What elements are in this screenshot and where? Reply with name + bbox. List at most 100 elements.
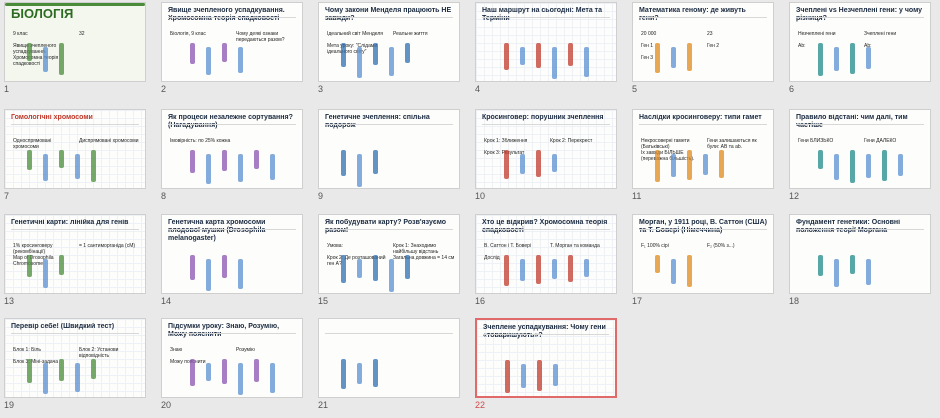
chromosome-graphic <box>27 255 32 277</box>
slide-text: Гени ДАЛЕКО <box>864 138 897 144</box>
chromosome-graphic <box>655 150 660 182</box>
slide-title: Підсумки уроку: Знаю, Розумію, Можу пояс… <box>168 323 280 338</box>
slide-thumbnail[interactable]: Фундамент генетики: Основні положення те… <box>789 214 931 294</box>
chromosome-graphic <box>190 359 195 386</box>
title-underline <box>325 17 453 18</box>
chromosome-graphic <box>357 47 362 78</box>
title-underline <box>168 333 296 334</box>
chromosome-graphic <box>254 150 259 169</box>
slide-text: Диспрямовані хромосоми <box>79 138 139 144</box>
slide-text: Мета уроку: "Слідами ідеального світу" <box>327 43 378 55</box>
chromosome-graphic <box>341 255 346 283</box>
chromosome-graphic <box>719 150 724 178</box>
slide-text: Незчеплені гени <box>798 31 836 37</box>
chromosome-graphic <box>898 154 903 176</box>
slide-title: Кросинговер: порушник зчеплення <box>482 114 604 121</box>
chromosome-graphic <box>552 154 557 172</box>
slide-thumbnail[interactable]: Генетична карта хромосоми плодової мушки… <box>161 214 303 294</box>
slide-cell: Зчеплене успадкування: Чому гени «товари… <box>471 318 617 418</box>
slide-number: 14 <box>161 296 172 306</box>
slide-thumbnail[interactable]: Як процеси незалежне сортування? (Нагаду… <box>161 109 303 189</box>
chromosome-graphic <box>537 360 542 391</box>
chromosome-graphic <box>190 150 195 173</box>
chromosome-graphic <box>536 255 541 284</box>
slide-title: Наслідки кросинговеру: типи гамет <box>639 114 762 121</box>
slide-title: Зчеплене успадкування: Чому гени «товари… <box>483 324 606 339</box>
slide-text: 23 <box>707 31 713 37</box>
cover-band <box>5 3 145 6</box>
slide-thumbnail[interactable]: Як побудувати карту? Розв'язуємо разом! У… <box>318 214 460 294</box>
chromosome-graphic <box>27 43 32 61</box>
slide-thumbnail[interactable]: Морган, у 1911 році, В. Саттон (США) та … <box>632 214 774 294</box>
slide-text: Ідеальний світ Менделя <box>327 31 383 37</box>
slide-title: Правило відстані: чим далі, тим частіше <box>796 114 908 129</box>
chromosome-graphic <box>504 43 509 70</box>
slide-number: 15 <box>318 296 329 306</box>
chromosome-graphic <box>373 43 378 65</box>
chromosome-graphic <box>238 47 243 73</box>
slide-thumbnail[interactable]: Наш маршрут на сьогодні: Мета та Терміни <box>475 2 617 82</box>
slide-thumbnail[interactable]: Підсумки уроку: Знаю, Розумію, Можу пояс… <box>161 318 303 398</box>
slide-number: 16 <box>475 296 486 306</box>
chromosome-graphic <box>238 363 243 395</box>
title-underline <box>483 334 609 335</box>
chromosome-graphic <box>190 43 195 64</box>
title-underline <box>168 124 296 125</box>
slide-title: Генетична карта хромосоми плодової мушки… <box>168 219 266 242</box>
chromosome-graphic <box>834 154 839 180</box>
slide-number: 18 <box>789 296 800 306</box>
slide-text: Розумію <box>236 347 255 353</box>
chromosome-graphic <box>75 154 80 179</box>
chromosome-graphic <box>357 259 362 278</box>
slide-thumbnail[interactable]: Зчеплене успадкування: Чому гени «товари… <box>475 318 617 398</box>
chromosome-graphic <box>703 154 708 175</box>
title-underline <box>639 124 767 125</box>
chromosome-graphic <box>222 43 227 62</box>
slide-number: 9 <box>318 191 324 201</box>
title-underline <box>796 229 924 230</box>
slide-thumbnail[interactable]: Явище зчепленого успадкування. Хромосомн… <box>161 2 303 82</box>
slide-text: Умова: <box>327 243 343 249</box>
chromosome-graphic <box>238 154 243 182</box>
slide-cell: Фундамент генетики: Основні положення те… <box>785 214 931 314</box>
slide-number: 3 <box>318 84 324 94</box>
slide-thumbnail[interactable]: Хто це відкрив? Хромосомна теорія спадко… <box>475 214 617 294</box>
chromosome-graphic <box>238 259 243 289</box>
chromosome-graphic <box>27 359 32 383</box>
slide-thumbnail[interactable]: Математика геному: де живуть гени?20 000… <box>632 2 774 82</box>
chromosome-graphic <box>222 359 227 384</box>
chromosome-graphic <box>850 255 855 274</box>
slide-thumbnail[interactable]: Чому закони Менделя працюють НЕ завжди?І… <box>318 2 460 82</box>
slide-text: 20 000 <box>641 31 657 37</box>
chromosome-graphic <box>655 43 660 73</box>
chromosome-graphic <box>405 255 410 279</box>
chromosome-graphic <box>27 150 32 170</box>
slide-title: Як побудувати карту? Розв'язуємо разом! <box>325 219 447 234</box>
slide-number: 13 <box>4 296 15 306</box>
slide-cell: Хто це відкрив? Хромосомна теорія спадко… <box>471 214 617 314</box>
slide-title: Явище зчепленого успадкування. Хромосомн… <box>168 7 285 22</box>
chromosome-graphic <box>687 255 692 287</box>
slide-thumbnail[interactable]: Генетичне зчеплення: спільна подорож <box>318 109 460 189</box>
title-underline <box>11 229 139 230</box>
title-underline <box>168 17 296 18</box>
title-underline <box>796 17 924 18</box>
slide-thumbnail[interactable]: Зчеплені vs Незчеплені гени: у чому різн… <box>789 2 931 82</box>
slide-number: 21 <box>318 400 329 410</box>
slide-thumbnail[interactable]: Перевір себе! (Швидкий тест)Блок 1: Біль… <box>4 318 146 398</box>
slide-thumbnail[interactable] <box>318 318 460 398</box>
slide-number: 19 <box>4 400 15 410</box>
title-underline <box>482 124 610 125</box>
slide-number: 20 <box>161 400 172 410</box>
slide-number: 6 <box>789 84 795 94</box>
chromosome-graphic <box>655 255 660 273</box>
slide-text: Крок 2: Де розташований ген А? <box>327 255 386 267</box>
